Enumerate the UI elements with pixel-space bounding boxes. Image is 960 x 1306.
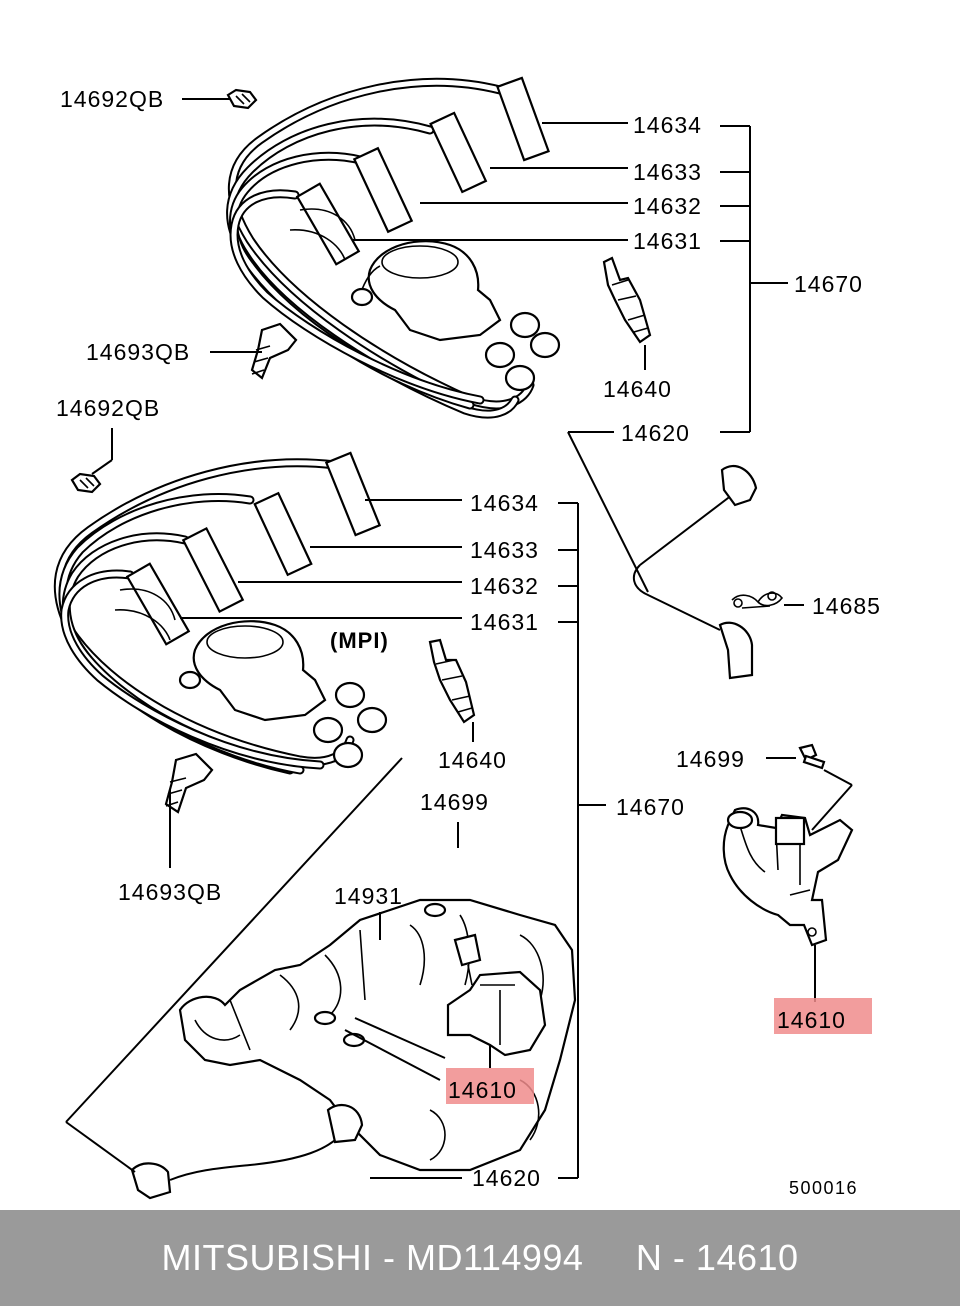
intake-manifold-illustration bbox=[130, 898, 577, 1200]
parts-diagram: 14692QB 14693QB 14692QB 14693QB 14634 14… bbox=[53, 76, 881, 1200]
label-coil-cable-upper: 14620 bbox=[621, 420, 690, 446]
label-coil-cable-lower: 14620 bbox=[472, 1165, 541, 1191]
label-cable-no3-upper: 14633 bbox=[633, 159, 702, 185]
label-clip-lower: 14692QB bbox=[56, 395, 160, 421]
label-cable-no4-upper: 14634 bbox=[633, 112, 702, 138]
clamp-icon bbox=[731, 591, 784, 609]
coil-left-highlight bbox=[446, 1068, 534, 1104]
label-cable-no3-lower: 14633 bbox=[470, 537, 539, 563]
label-clamp: 14685 bbox=[812, 593, 881, 619]
label-holder-upper: 14693QB bbox=[86, 339, 190, 365]
label-mpi: (MPI) bbox=[330, 628, 389, 653]
label-plug-upper: 14640 bbox=[603, 376, 672, 402]
label-cable-no2-lower: 14632 bbox=[470, 573, 539, 599]
label-cable-no1-upper: 14631 bbox=[633, 228, 702, 254]
ignition-coil-right-icon bbox=[722, 807, 854, 947]
spark-plug-upper-icon bbox=[602, 256, 652, 344]
label-cable-set-lower: 14670 bbox=[616, 794, 685, 820]
label-holder-lower: 14693QB bbox=[118, 879, 222, 905]
label-cable-set-upper: 14670 bbox=[794, 271, 863, 297]
upper-cable-set-illustration bbox=[226, 76, 561, 419]
label-bolt-left: 14699 bbox=[420, 789, 489, 815]
footer-part-info: MITSUBISHI - MD114994 N - 14610 bbox=[161, 1237, 799, 1278]
clip-upper-icon bbox=[226, 88, 258, 110]
label-bolt-right: 14699 bbox=[676, 746, 745, 772]
label-cable-no4-lower: 14634 bbox=[470, 490, 539, 516]
clip-lower-icon bbox=[70, 472, 102, 494]
coil-right-highlight bbox=[774, 998, 872, 1034]
coil-cable-upper-icon bbox=[632, 464, 758, 680]
label-plug-lower: 14640 bbox=[438, 747, 507, 773]
label-cable-no1-lower: 14631 bbox=[470, 609, 539, 635]
spark-plug-lower-icon bbox=[428, 638, 476, 724]
footer-bar: MITSUBISHI - MD114994 N - 14610 bbox=[0, 1210, 960, 1306]
label-clip-upper: 14692QB bbox=[60, 86, 164, 112]
label-cable-no2-upper: 14632 bbox=[633, 193, 702, 219]
label-coil-right: 14610 bbox=[777, 1007, 846, 1033]
lower-cable-set-illustration bbox=[53, 451, 388, 775]
holder-lower-icon bbox=[164, 752, 214, 814]
label-sensor: 14931 bbox=[334, 883, 403, 909]
diagram-code: 500016 bbox=[789, 1178, 858, 1198]
holder-upper-icon bbox=[250, 322, 298, 380]
label-coil-left: 14610 bbox=[448, 1077, 517, 1103]
bolt-right-icon bbox=[798, 743, 826, 770]
leader-lines bbox=[65, 98, 853, 1179]
